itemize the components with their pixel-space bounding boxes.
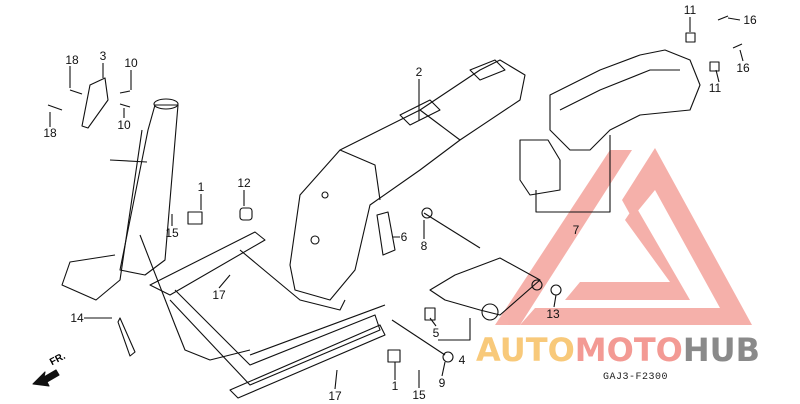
callout-label: 13 (546, 307, 560, 321)
callout-label: 7 (572, 223, 580, 237)
part-11-upper (685, 32, 696, 43)
leader-4-5 (438, 318, 471, 341)
bracket-3 (81, 77, 109, 129)
leader-7 (535, 135, 611, 213)
backbone-tube (289, 59, 526, 301)
callout-label: 15 (165, 226, 179, 240)
part-12 (239, 207, 253, 221)
part-16-upper (717, 15, 729, 21)
bolt-8 (423, 212, 481, 249)
part-5 (424, 307, 436, 321)
callout-label: 17 (328, 389, 342, 403)
bolt-9 (391, 319, 446, 356)
callout-label: 16 (743, 13, 757, 27)
front-arrow-icon (32, 369, 60, 387)
callout-label: 15 (412, 388, 426, 402)
watermark-moto: MOTO (574, 331, 683, 369)
part-18-upper (69, 89, 83, 95)
part-18-lower (47, 104, 63, 111)
callout-label: 1 (391, 379, 399, 393)
callout-label: 4 (458, 353, 466, 367)
callout-label: 2 (415, 65, 423, 79)
callout-label: 14 (70, 311, 84, 325)
part-11-lower (709, 61, 720, 72)
part-14-plate (117, 317, 136, 357)
callout-label: 10 (117, 118, 131, 132)
callout-label: 8 (420, 239, 428, 253)
callout-label: 18 (65, 53, 79, 67)
part-1-lower (387, 349, 401, 363)
part-1-upper (187, 211, 203, 225)
callout-label: 12 (237, 176, 251, 190)
watermark-hub: HUB (682, 331, 761, 369)
callout-label: 18 (43, 126, 57, 140)
watermark-text: AUTOMOTOHUB (476, 334, 760, 366)
callout-label: 16 (736, 61, 750, 75)
callout-label: 6 (400, 230, 408, 244)
watermark-auto: AUTO (476, 331, 575, 369)
part-6-sleeve (376, 211, 396, 256)
rear-carrier (549, 49, 701, 151)
part-16-lower (732, 43, 743, 49)
watermark-logo-triangle (495, 148, 752, 325)
callout-label: 10 (124, 56, 138, 70)
engine-hanger (429, 257, 541, 316)
callout-label: 17 (212, 288, 226, 302)
callout-label: 3 (99, 49, 107, 63)
callout-label: 11 (708, 81, 722, 95)
callout-label: 11 (683, 3, 697, 17)
part-code: GAJ3-F2300 (603, 372, 669, 383)
main-frame (149, 231, 266, 296)
part-13 (550, 284, 562, 296)
callout-label: 9 (438, 376, 446, 390)
callout-label: 5 (432, 326, 440, 340)
callout-label: 1 (197, 180, 205, 194)
